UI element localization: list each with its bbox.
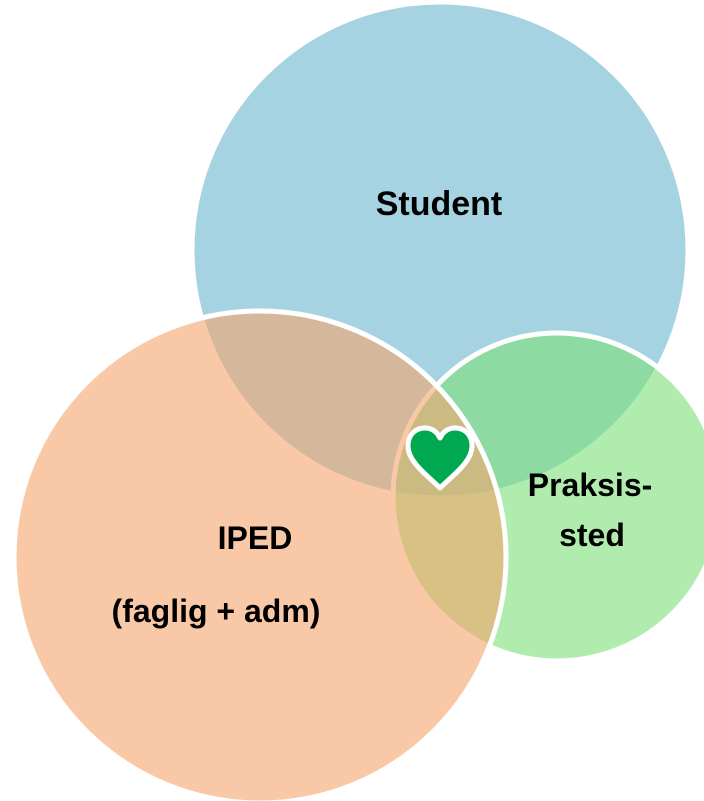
praksissted-label-line-2: sted — [559, 517, 625, 553]
iped-label-line-2: (faglig + adm) — [112, 593, 321, 629]
heart-icon — [405, 425, 475, 491]
iped-label-line-1: IPED — [218, 520, 293, 556]
praksissted-label-line-1: Praksis- — [528, 467, 653, 503]
student-label: Student — [376, 185, 503, 223]
iped-circle — [11, 308, 509, 801]
